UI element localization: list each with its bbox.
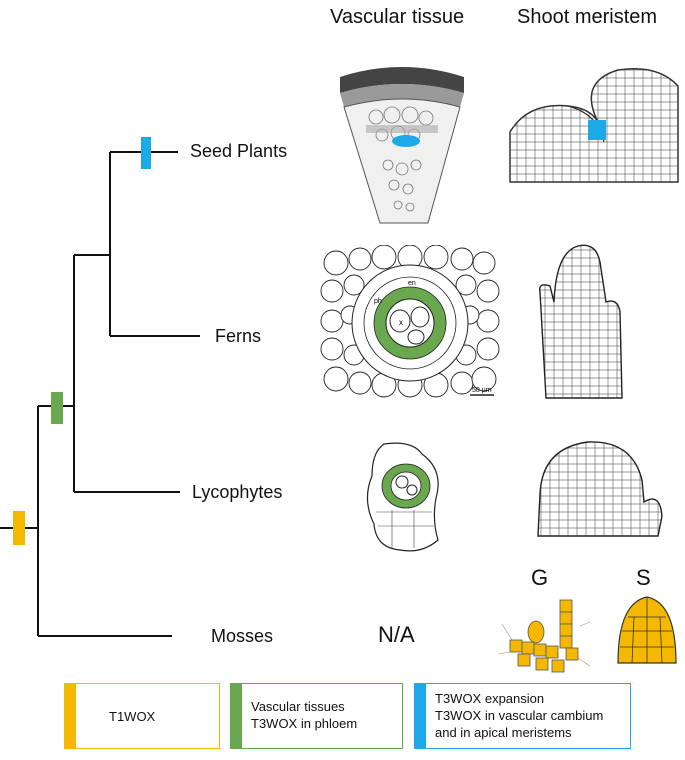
fern-vascular-tissue-image: ph en x 50 µm [320,245,500,398]
legend-t1wox: T1WOX [64,683,220,749]
legend-vascular: Vascular tissues T3WOX in phloem [230,683,403,749]
en-label: en [408,280,416,287]
phylogenetic-tree [0,137,200,637]
mosses-vascular-na: N/A [378,622,415,647]
legend-t3wox-expansion: T3WOX expansion T3WOX in vascular cambiu… [414,683,631,749]
legend-swatch-t1wox [65,684,76,748]
scale-bar-label: 50 µm [472,387,492,394]
legend-text-t3wox-expansion: T3WOX expansion T3WOX in vascular cambiu… [435,691,604,740]
ph-label: ph [374,298,382,305]
fern-shoot-meristem-image [539,244,623,399]
legend-text-vascular: Vascular tissues T3WOX in phloem [251,699,358,731]
vascular-tissue-title: Vascular tissue [330,6,465,28]
xylem-label: x [399,318,403,327]
clade-seed-plants: Seed Plants [190,141,288,161]
clade-mosses: Mosses [211,626,274,646]
gametophyte-label: G [531,565,549,590]
lycophyte-shoot-meristem-image [537,441,663,537]
legend-swatch-t3wox-expansion [415,684,426,748]
moss-gametophyte-image [497,599,591,673]
t1wox-marker [13,511,25,545]
t3wox-expansion-marker [141,137,151,169]
clade-lycophytes: Lycophytes [192,482,283,502]
legend-swatch-vascular [231,684,242,748]
vascular-marker [51,392,63,424]
shoot-meristem-title: Shoot meristem [517,6,658,28]
sporophyte-label: S [636,565,651,590]
lycophyte-vascular-tissue-image [366,442,439,552]
moss-sporophyte-image [617,596,677,664]
clade-ferns: Ferns [215,326,262,346]
seed-plant-vascular-tissue-image [340,67,464,224]
seed-plant-shoot-meristem-image [509,67,679,183]
legend-text-t1wox: T1WOX [109,709,156,724]
